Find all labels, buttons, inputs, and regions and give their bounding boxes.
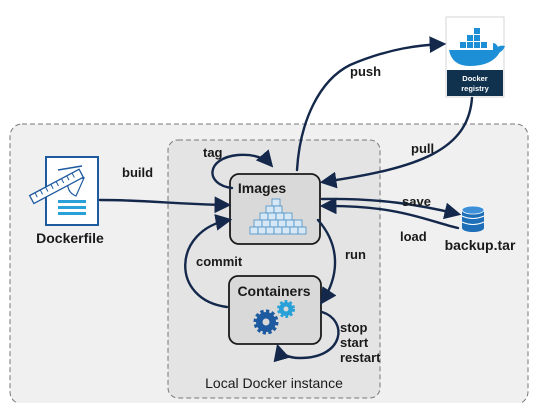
commit-arrow bbox=[184, 214, 233, 309]
containers-label: Containers bbox=[237, 283, 310, 299]
start-label: start bbox=[340, 335, 369, 350]
dockerfile-icon bbox=[28, 156, 99, 226]
footer-label: Local Docker instance bbox=[205, 375, 343, 391]
images-label: Images bbox=[238, 180, 286, 196]
docker-registry-node[interactable]: Docker registry bbox=[445, 16, 505, 98]
gears-icon bbox=[253, 300, 295, 335]
database-icon bbox=[461, 205, 485, 232]
commit-label: commit bbox=[196, 254, 243, 269]
tag-arrow bbox=[211, 149, 274, 190]
run-label: run bbox=[345, 247, 366, 262]
backup-tar-node[interactable]: backup.tar bbox=[445, 205, 516, 253]
images-node[interactable]: Images bbox=[229, 173, 321, 245]
restart-label: restart bbox=[340, 350, 381, 365]
docker-whale-icon bbox=[449, 28, 505, 66]
push-arrow bbox=[295, 36, 447, 172]
stop-label: stop bbox=[340, 320, 368, 335]
run-arrow bbox=[316, 218, 337, 305]
registry-label-line1: Docker bbox=[462, 74, 488, 83]
dockerfile-label: Dockerfile bbox=[36, 230, 104, 246]
save-label: save bbox=[402, 194, 431, 209]
pull-label: pull bbox=[411, 141, 434, 156]
pull-arrow bbox=[319, 96, 474, 189]
tag-label: tag bbox=[203, 145, 223, 160]
load-arrow bbox=[319, 197, 460, 230]
backup-tar-label: backup.tar bbox=[445, 237, 516, 253]
build-arrow bbox=[98, 196, 232, 214]
save-arrow bbox=[320, 197, 462, 220]
containers-node[interactable]: Containers bbox=[228, 275, 322, 345]
lifecycle-arrow bbox=[273, 310, 340, 363]
dockerfile-node[interactable]: Dockerfile bbox=[28, 156, 104, 246]
image-layers-icon bbox=[249, 198, 307, 235]
push-label: push bbox=[350, 64, 381, 79]
registry-label-line2: registry bbox=[461, 84, 489, 93]
load-label: load bbox=[400, 229, 427, 244]
build-label: build bbox=[122, 165, 153, 180]
